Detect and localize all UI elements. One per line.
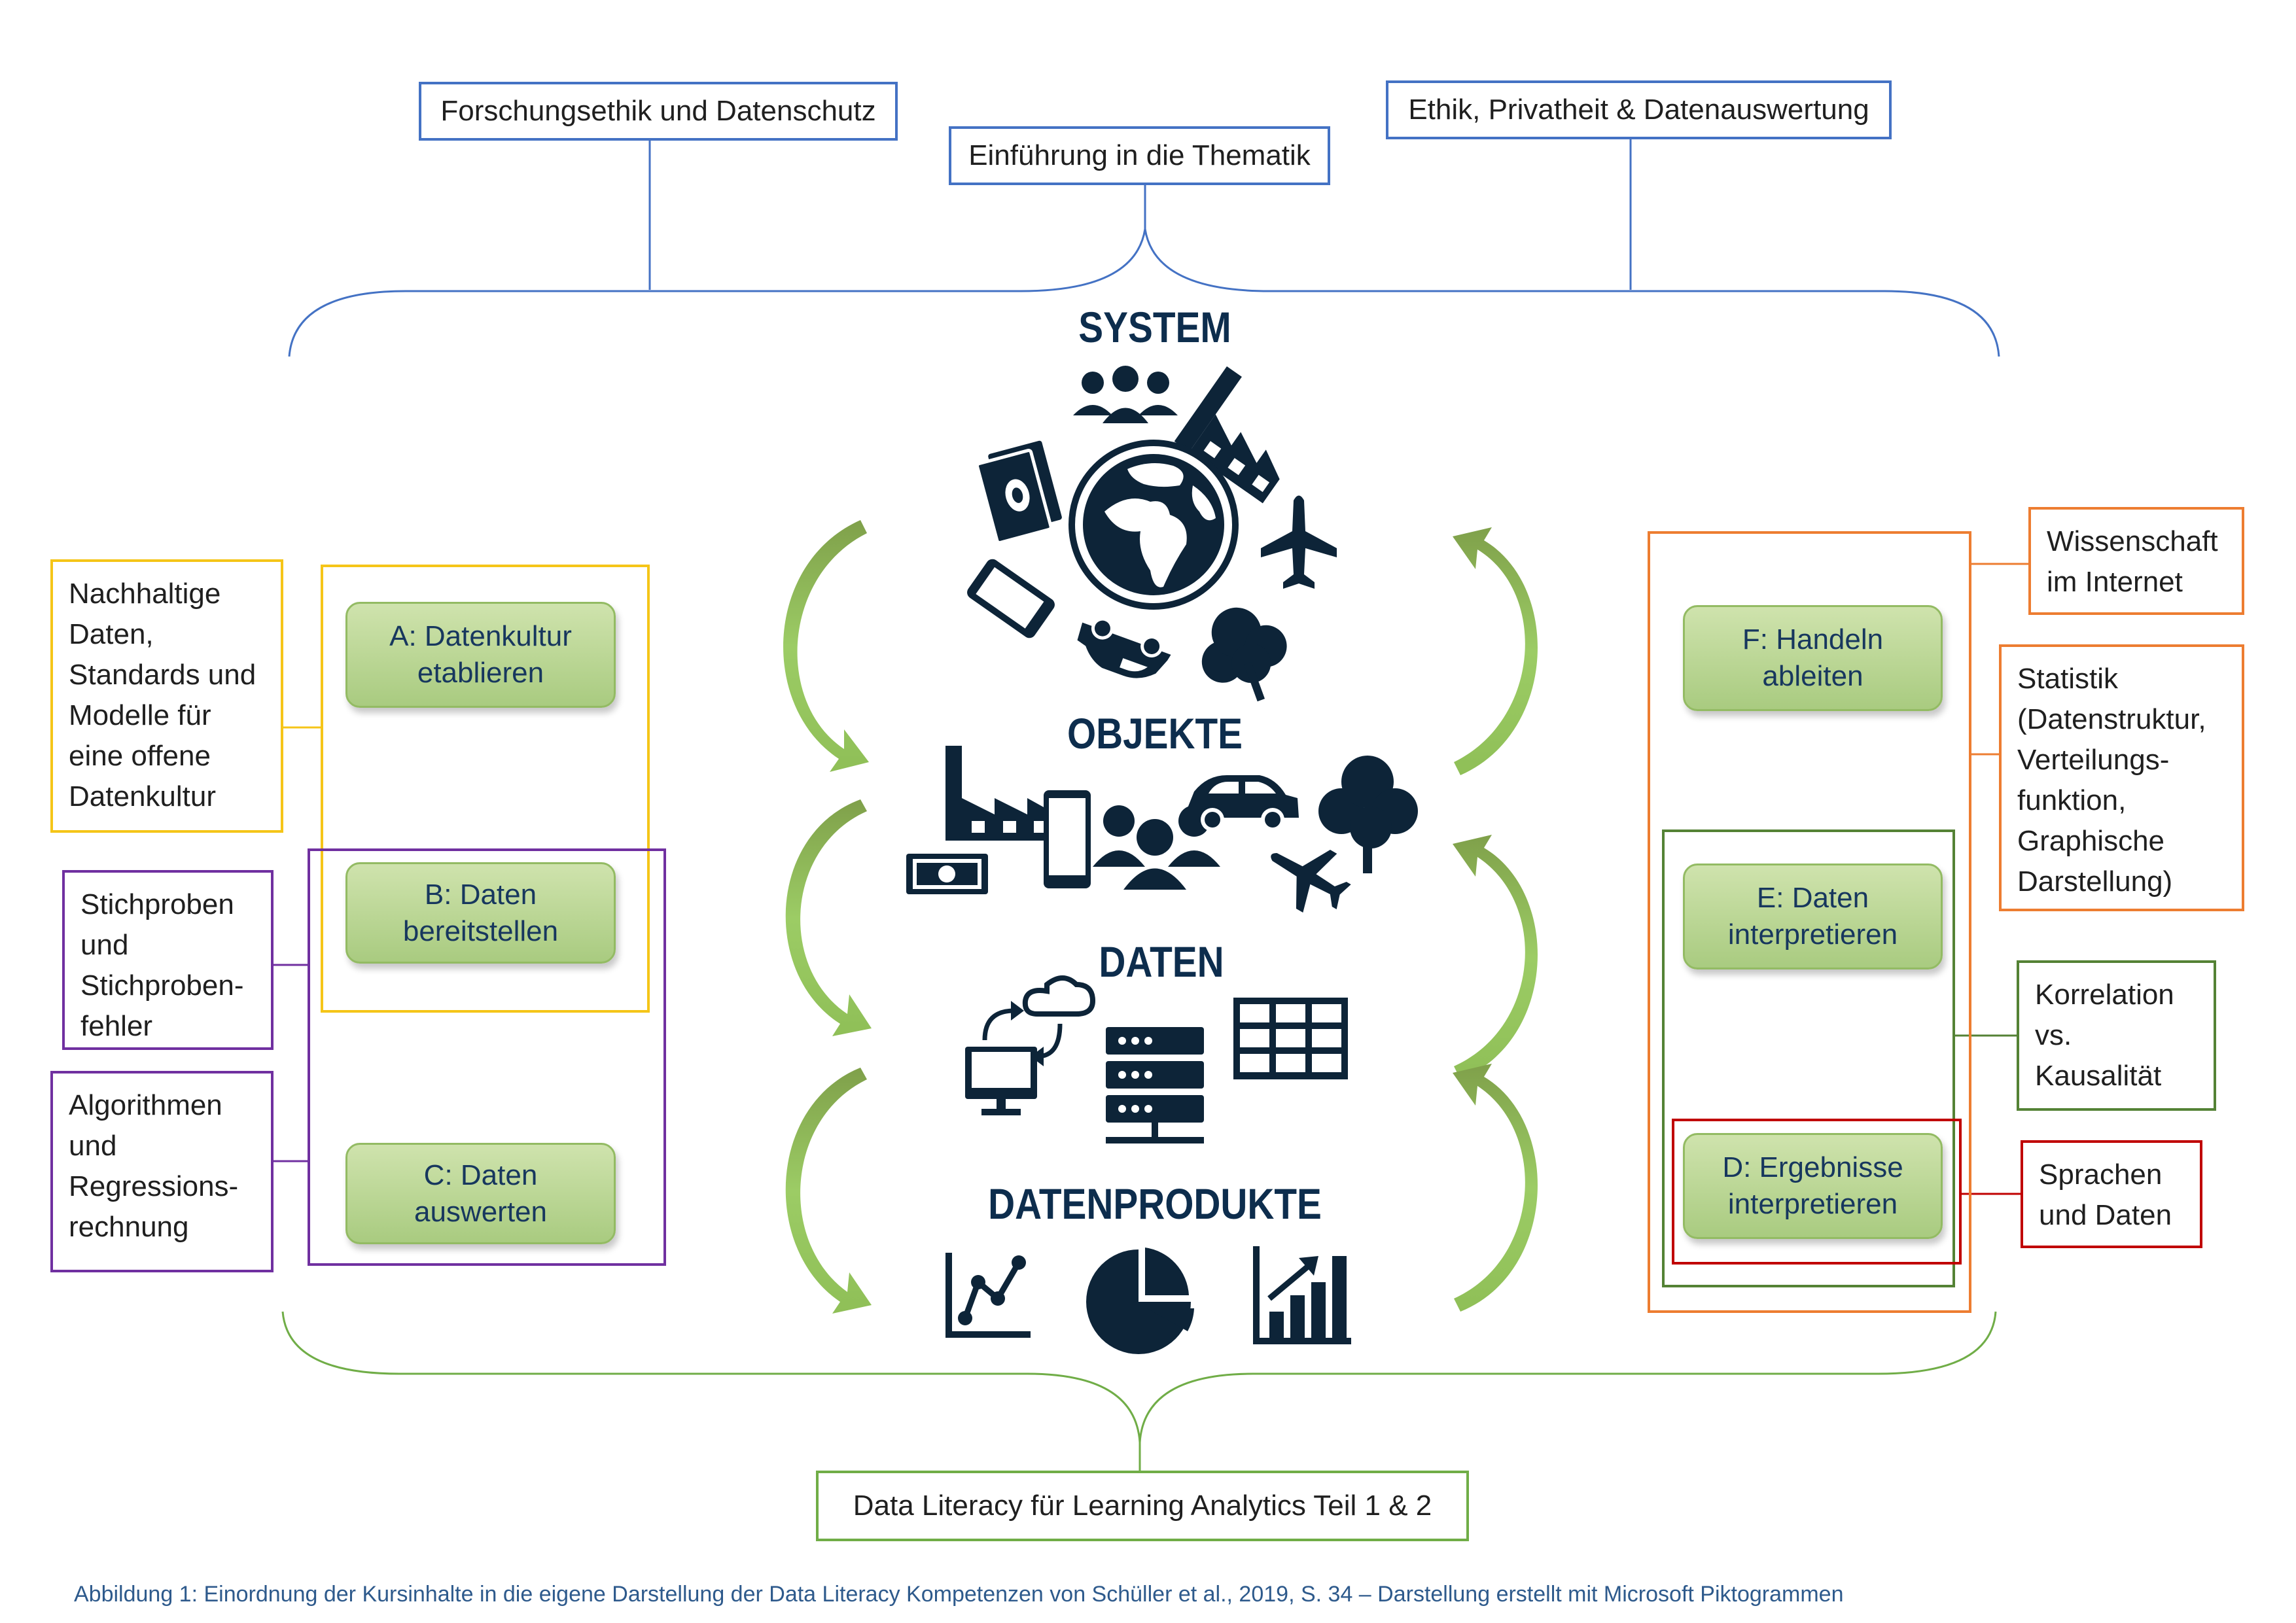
- step-d-ergebnisse-interpretieren[interactable]: D: Ergebnisse interpretieren: [1683, 1133, 1943, 1239]
- frame-purple: [308, 848, 666, 1266]
- heading-daten: DATEN: [1099, 937, 1224, 986]
- frame-orange: [1648, 531, 1971, 1313]
- note-korr-line: Korrelation: [2035, 979, 2174, 1011]
- step-a-line1: A: Datenkultur: [389, 620, 572, 652]
- note-statistik: Statistik (Datenstruktur, Verteilungs- f…: [1999, 644, 2244, 911]
- objekte-airplane-icon: [1271, 849, 1351, 913]
- note-algorithmen: Algorithmen und Regressions- rechnung: [50, 1071, 274, 1272]
- objekte-factory-icon: [945, 746, 1057, 841]
- step-f-line2: ableiten: [1762, 660, 1863, 692]
- note-wiss-line: Wissenschaft: [2047, 525, 2218, 557]
- step-c-line1: C: Daten: [423, 1159, 538, 1191]
- step-b-line1: B: Daten: [424, 878, 537, 911]
- line-chart-icon: [945, 1253, 1031, 1338]
- table-icon: [1233, 998, 1348, 1079]
- note-sprach-line: Sprachen: [2039, 1159, 2163, 1191]
- note-stat-line: Statistik: [2017, 663, 2119, 695]
- step-d-line2: interpretieren: [1727, 1188, 1898, 1220]
- note-sprachen-daten: Sprachen und Daten: [2021, 1140, 2202, 1248]
- figure-caption: Abbildung 1: Einordnung der Kursinhalte …: [74, 1582, 1844, 1607]
- right-curved-arrows: [1453, 527, 1538, 1312]
- note-c-line: und: [69, 1130, 117, 1162]
- objekte-tree-icon: [1318, 756, 1418, 873]
- note-b-line: fehler: [80, 1010, 153, 1042]
- step-e-line1: E: Daten: [1756, 882, 1869, 914]
- top-box-ethik-label: Ethik, Privatheit & Datenauswertung: [1408, 94, 1869, 126]
- factory-icon: [1174, 366, 1280, 504]
- note-c-line: rechnung: [69, 1211, 189, 1243]
- note-stat-line: Darstellung): [2017, 865, 2173, 898]
- note-b-line: Stichproben-: [80, 969, 244, 1002]
- note-wissenschaft-internet: Wissenschaft im Internet: [2028, 507, 2244, 615]
- note-a-line: Daten,: [69, 618, 154, 650]
- step-d-line1: D: Ergebnisse: [1722, 1151, 1903, 1183]
- arrow-left-2: [785, 799, 872, 1036]
- step-f-handeln-ableiten[interactable]: F: Handeln ableiten: [1683, 605, 1943, 711]
- objekte-money-icon: [906, 854, 988, 894]
- phone-icon: [967, 559, 1055, 638]
- note-korr-line: Kausalität: [2035, 1060, 2162, 1092]
- step-c-daten-auswerten[interactable]: C: Daten auswerten: [345, 1143, 616, 1244]
- pie-chart-icon: [1086, 1248, 1194, 1354]
- heading-system: SYSTEM: [1078, 303, 1231, 351]
- note-nachhaltige-daten: Nachhaltige Daten, Standards und Modelle…: [50, 559, 283, 833]
- objekte-car-icon: [1188, 775, 1299, 831]
- step-f-line1: F: Handeln: [1742, 623, 1884, 655]
- frame-red: [1672, 1119, 1962, 1265]
- note-b-line: und: [80, 929, 129, 961]
- arrow-left-3: [785, 1068, 872, 1314]
- note-stat-line: funktion,: [2017, 784, 2127, 816]
- note-stat-line: Verteilungs-: [2017, 744, 2170, 776]
- arrow-right-3: [1453, 1064, 1538, 1312]
- note-a-line: Modelle für: [69, 699, 211, 731]
- step-c-line2: auswerten: [414, 1195, 547, 1228]
- note-wiss-line: im Internet: [2047, 566, 2183, 598]
- arrow-right-2: [1453, 835, 1538, 1079]
- objekte-phone-icon: [1044, 790, 1091, 888]
- arrow-right-1: [1453, 527, 1538, 775]
- money-icon: [975, 440, 1062, 545]
- note-a-line: eine offene: [69, 740, 211, 772]
- step-a-datenkultur[interactable]: A: Datenkultur etablieren: [345, 602, 616, 708]
- top-box-ethik-privatheit: Ethik, Privatheit & Datenauswertung: [1386, 80, 1892, 139]
- heading-datenprodukte: DATENPRODUKTE: [988, 1179, 1322, 1228]
- server-icon: [1106, 1027, 1204, 1143]
- step-b-daten-bereitstellen[interactable]: B: Daten bereitstellen: [345, 862, 616, 964]
- top-box-einfuehrung-label: Einführung in die Thematik: [968, 139, 1311, 171]
- note-a-line: Datenkultur: [69, 780, 217, 812]
- top-box-forschungsethik-label: Forschungsethik und Datenschutz: [440, 95, 876, 127]
- note-korr-line: vs.: [2035, 1019, 2072, 1051]
- note-sprach-line: und Daten: [2039, 1199, 2172, 1231]
- step-a-line2: etablieren: [417, 657, 544, 689]
- heading-objekte: OBJEKTE: [1067, 709, 1243, 758]
- airplane-icon: [1261, 495, 1337, 589]
- frame-yellow: [321, 565, 650, 1013]
- note-c-line: Algorithmen: [69, 1089, 222, 1121]
- step-b-line2: bereitstellen: [402, 915, 559, 947]
- note-korrelation-kausalitaet: Korrelation vs. Kausalität: [2017, 960, 2216, 1111]
- step-e-line2: interpretieren: [1727, 918, 1898, 951]
- globe-icon: [1069, 440, 1239, 610]
- bar-chart-icon: [1253, 1246, 1351, 1344]
- note-stichproben: Stichproben und Stichproben- fehler: [62, 870, 274, 1050]
- left-curved-arrows: [783, 520, 872, 1314]
- top-box-forschungsethik: Forschungsethik und Datenschutz: [419, 82, 898, 141]
- bottom-box-data-literacy: Data Literacy für Learning Analytics Tei…: [816, 1471, 1469, 1541]
- people-icon: [1073, 366, 1178, 423]
- note-b-line: Stichproben: [80, 888, 234, 920]
- arrow-left-1: [783, 520, 869, 772]
- note-a-line: Standards und: [69, 659, 256, 691]
- frame-green: [1662, 829, 1955, 1287]
- note-c-line: Regressions-: [69, 1170, 239, 1202]
- cloud-sync-icon: [965, 975, 1096, 1115]
- top-box-einfuehrung: Einführung in die Thematik: [949, 126, 1330, 185]
- step-e-daten-interpretieren[interactable]: E: Daten interpretieren: [1683, 864, 1943, 969]
- tree-icon: [1201, 607, 1287, 702]
- bottom-box-label: Data Literacy für Learning Analytics Tei…: [853, 1490, 1432, 1522]
- note-stat-line: (Datenstruktur,: [2017, 703, 2206, 735]
- car-icon: [1077, 617, 1171, 678]
- note-stat-line: Graphische: [2017, 825, 2165, 857]
- note-a-line: Nachhaltige: [69, 578, 221, 610]
